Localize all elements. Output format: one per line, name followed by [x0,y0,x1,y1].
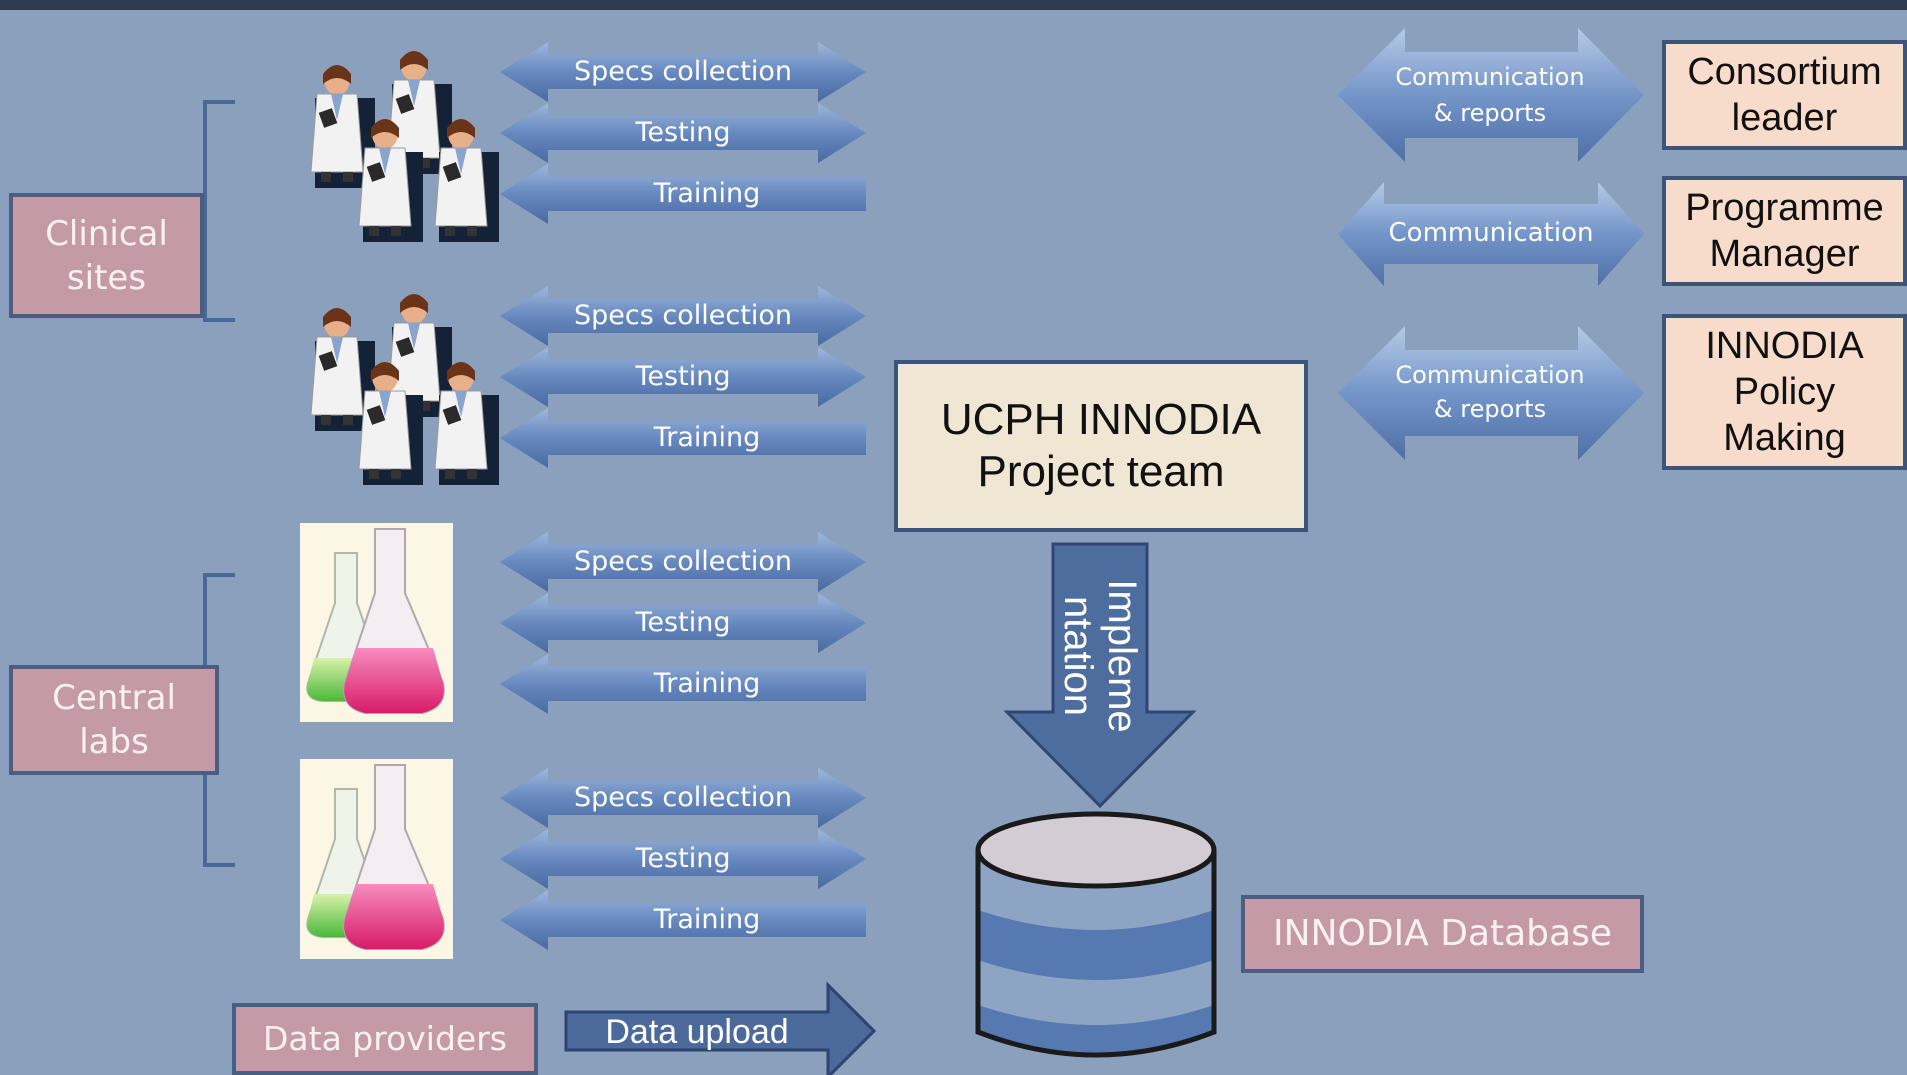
comm-label-3: Communication & reports [1395,361,1585,423]
site-arrow-label: Specs collection [574,546,792,577]
flasks-image-1 [300,523,453,722]
comm-arrow-2 [1338,182,1644,286]
comm-arrow-3 [1338,326,1644,460]
top-bar [0,0,1907,10]
comm-label-2: Communication [1388,218,1594,248]
site-arrow-3-1 [500,829,866,889]
site-arrow-0-1 [500,103,866,163]
data-upload-label: Data upload [605,1013,789,1051]
site-arrow-label: Testing [635,843,731,874]
clinical-sites-box: Clinical sites [9,193,204,318]
consortium-leader-box: Consortium leader [1662,40,1907,150]
site-arrow-1-0 [500,286,866,346]
site-arrow-3-0 [500,768,866,828]
site-arrow-label: Testing [635,607,731,638]
site-arrow-0-0 [500,42,866,102]
database-label-box: INNODIA Database [1241,895,1644,973]
site-arrow-label: Training [653,422,761,453]
site-arrow-1-2 [500,408,866,468]
site-arrow-2-0 [500,532,866,592]
site-arrow-label: Specs collection [574,56,792,87]
site-arrow-label: Testing [635,361,731,392]
doctors-image-2 [310,293,500,486]
site-arrow-3-2 [500,890,866,950]
flasks-image-2 [300,759,453,959]
policy-making-box: INNODIA Policy Making [1662,314,1907,470]
database-cylinder-icon [975,811,1217,1058]
site-arrow-label: Training [653,904,761,935]
site-arrow-2-2 [500,654,866,714]
data-providers-box: Data providers [232,1003,538,1075]
site-arrow-0-2 [500,164,866,224]
site-arrow-label: Specs collection [574,782,792,813]
central-labs-box: Central labs [9,665,219,775]
site-arrow-1-1 [500,347,866,407]
data-upload-arrow [564,981,877,1075]
site-arrow-2-1 [500,593,866,653]
comm-label-1: Communication & reports [1395,63,1585,127]
implementation-arrow [1003,542,1197,809]
implementation-label: Impleme ntation [1056,579,1144,733]
site-arrow-label: Testing [635,117,731,148]
project-team-box: UCPH INNODIA Project team [894,360,1308,532]
site-arrow-label: Training [653,178,761,209]
programme-manager-box: Programme Manager [1662,176,1907,286]
site-arrow-label: Specs collection [574,300,792,331]
doctors-image-1 [310,50,500,243]
site-arrow-label: Training [653,668,761,699]
comm-arrow-1 [1338,28,1644,162]
